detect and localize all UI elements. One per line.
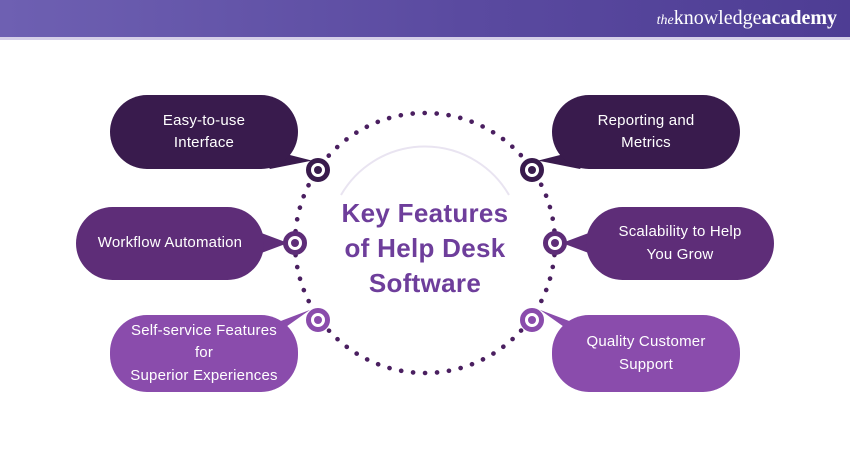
feature-bubble-self-service-features: Self-service Features for Superior Exper… bbox=[110, 315, 298, 392]
connector-ring-bottom-left bbox=[306, 308, 330, 332]
connector-ring-middle-left bbox=[283, 231, 307, 255]
feature-label: Scalability to Help You Grow bbox=[618, 223, 742, 263]
connector-ring-dot bbox=[314, 316, 322, 324]
faint-inner-arc bbox=[340, 145, 510, 196]
connector-ring-bottom-right bbox=[520, 308, 544, 332]
brand-logo-knowledge: knowledge bbox=[673, 7, 762, 29]
connector-ring-top-right bbox=[520, 158, 544, 182]
feature-label: Self-service Features for Superior Exper… bbox=[130, 321, 278, 384]
feature-label: Workflow Automation bbox=[97, 234, 243, 252]
feature-bubble-scalability-to-help-you-grow: Scalability to Help You Grow bbox=[586, 207, 774, 280]
connector-ring-dot bbox=[528, 166, 536, 174]
feature-label: Easy-to-use Interface bbox=[162, 111, 246, 152]
feature-bubble-quality-customer-support: Quality Customer Support bbox=[552, 315, 740, 392]
feature-label: Quality Customer Support bbox=[586, 333, 706, 373]
connector-ring-middle-right bbox=[543, 231, 567, 255]
diagram-title: Key Features of Help Desk Software bbox=[341, 198, 509, 299]
connector-ring-dot bbox=[314, 166, 322, 174]
brand-logo: theknowledgeacademy bbox=[657, 7, 837, 32]
header-bar: theknowledgeacademy bbox=[0, 0, 850, 40]
brand-logo-the: the bbox=[656, 13, 674, 28]
feature-bubble-workflow-automation: Workflow Automation bbox=[76, 207, 264, 280]
feature-bubble-easy-to-use-interface: Easy-to-use Interface bbox=[110, 95, 298, 169]
connector-ring-dot bbox=[291, 239, 299, 247]
connector-ring-top-left bbox=[306, 158, 330, 182]
feature-bubble-reporting-and-metrics: Reporting and Metrics bbox=[552, 95, 740, 169]
feature-label: Reporting and Metrics bbox=[597, 111, 695, 152]
connector-ring-dot bbox=[551, 239, 559, 247]
connector-ring-dot bbox=[528, 316, 536, 324]
brand-logo-academy: academy bbox=[761, 7, 837, 29]
